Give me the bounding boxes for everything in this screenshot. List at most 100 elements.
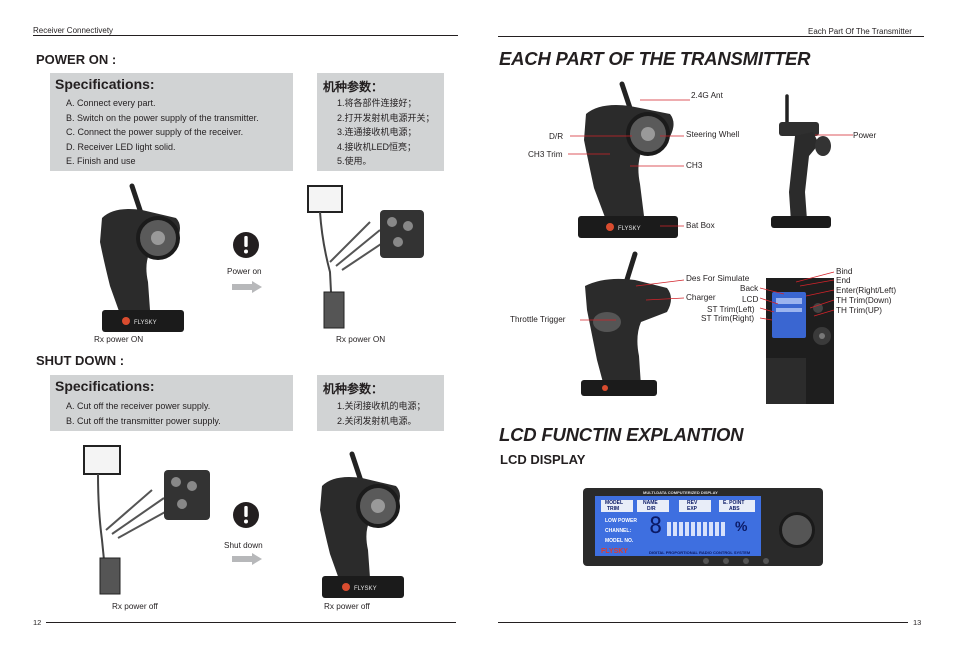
- power-on-arrow-label: Power on: [227, 267, 262, 276]
- power-on-cn-box: 机种参数： 1.将各部件连接好； 2.打开发射机电源开关； 3.连通接收机电源；…: [317, 73, 444, 171]
- left-header: Receiver Connectivety: [33, 26, 114, 35]
- label-power: Power: [853, 131, 877, 140]
- transmitter-section-title: EACH PART OF THE TRANSMITTER: [499, 48, 811, 69]
- power-on-caption-left: Rx power ON: [94, 335, 144, 344]
- list-item: 3.连通接收机电源；: [337, 127, 417, 138]
- shut-down-cn-box: 机种参数： 1.关闭接收机的电源； 2.关闭发射机电源。: [317, 375, 444, 431]
- label-des-for-simulate: Des For Simulate: [686, 274, 750, 283]
- lcd-channel: CHANNEL:: [605, 528, 632, 534]
- svg-text:FLYSKY: FLYSKY: [134, 320, 157, 326]
- button-icon: [723, 558, 729, 564]
- label-bat-box: Bat Box: [686, 221, 715, 230]
- label-th-trim-up: TH Trim(UP): [836, 306, 882, 315]
- svg-text:FLYSKY: FLYSKY: [354, 586, 377, 592]
- shut-down-spec-list: A. Cut off the receiver power supply. B.…: [66, 399, 221, 428]
- arrow-right-icon: [232, 281, 262, 293]
- label-enter: Enter(Right/Left): [836, 286, 897, 295]
- svg-text:FLYSKY: FLYSKY: [618, 226, 641, 232]
- label-charger: Charger: [686, 293, 716, 302]
- warning-icon: [233, 502, 259, 528]
- lcd-low-power: LOW POWER: [605, 518, 637, 524]
- left-footer-rule: [46, 622, 456, 623]
- transmitter-image: FLYSKY: [320, 451, 404, 598]
- lcd-section-title: LCD FUNCTIN EXPLANTION: [499, 424, 744, 445]
- page-number-right: 13: [913, 618, 922, 627]
- list-item: A. Cut off the receiver power supply.: [66, 401, 211, 411]
- lcd-bargraph: [667, 522, 727, 536]
- receiver-image: [83, 445, 210, 595]
- leader-lines: [568, 99, 690, 227]
- label-st-trim-left: ST Trim(Left): [707, 305, 755, 314]
- list-item: 4.接收机LED恒亮；: [337, 141, 417, 152]
- list-item: A. Connect every part.: [66, 98, 156, 108]
- transmitter-front-image: FLYSKY: [578, 81, 678, 238]
- lcd-brand: FLYSKY: [601, 548, 628, 555]
- lcd-percent-icon: %: [735, 518, 748, 534]
- lcd-top-banner: MULTI-DATA COMPUTERIZED DISPLAY: [643, 490, 718, 495]
- label-ch3: CH3: [686, 161, 703, 170]
- label-end: End: [836, 276, 851, 285]
- label-back: Back: [740, 284, 759, 293]
- list-item: 2.关闭发射机电源。: [337, 415, 417, 426]
- list-item: C. Connect the power supply of the recei…: [66, 127, 244, 138]
- transmitter-side-image: [771, 94, 831, 228]
- right-footer-rule: [498, 622, 908, 623]
- warning-icon: [233, 232, 259, 258]
- power-on-spec-list: A. Connect every part. B. Switch on the …: [66, 96, 259, 169]
- shut-down-spec-box: Specifications: A. Cut off the receiver …: [50, 375, 293, 431]
- right-header-rule: [498, 36, 924, 37]
- power-on-spec-box: Specifications: A. Connect every part. B…: [50, 73, 293, 171]
- list-item: B. Switch on the power supply of the tra…: [66, 112, 259, 123]
- list-item: E. Finish and use: [66, 156, 136, 167]
- list-item: 1.关闭接收机的电源；: [337, 401, 426, 411]
- list-item: 1.将各部件连接好；: [337, 98, 417, 108]
- shut-down-arrow-label: Shut down: [224, 541, 263, 550]
- right-header: Each Part Of The Transmitter: [808, 27, 912, 36]
- list-item: D. Receiver LED light solid.: [66, 141, 176, 152]
- label-bind: Bind: [836, 267, 853, 276]
- list-item: B. Cut off the transmitter power supply.: [66, 415, 221, 426]
- label-steering-wheel: Steering Whell: [686, 130, 740, 139]
- transmitter-back-image: [581, 251, 671, 396]
- list-item: 5.使用。: [337, 156, 372, 167]
- button-icon: [703, 558, 709, 564]
- power-on-title: POWER ON :: [36, 52, 117, 67]
- transmitter-lcd-closeup-image: [766, 278, 834, 404]
- label-dr: D/R: [549, 132, 564, 141]
- left-header-rule: [33, 35, 458, 36]
- label-th-trim-down: TH Trim(Down): [836, 296, 892, 305]
- shut-down-cn-list: 1.关闭接收机的电源； 2.关闭发射机电源。: [337, 399, 426, 428]
- shut-down-spec-title: Specifications:: [55, 378, 155, 394]
- lcd-digit: 8: [649, 514, 663, 539]
- label-st-trim-right: ST Trim(Right): [701, 314, 755, 323]
- label-ch3-trim: CH3 Trim: [528, 150, 563, 159]
- power-on-cn-list: 1.将各部件连接好； 2.打开发射机电源开关； 3.连通接收机电源； 4.接收机…: [337, 96, 435, 169]
- lcd-bottom-banner: DIGITAL PROPORTIONAL RADIO CONTROL SYSTE…: [649, 550, 751, 555]
- label-throttle-trigger: Throttle Trigger: [510, 315, 566, 324]
- shut-down-caption-left: Rx power off: [112, 602, 158, 611]
- power-on-cn-title: 机种参数：: [323, 80, 384, 94]
- power-on-caption-right: Rx power ON: [336, 335, 386, 344]
- leader-lines: [815, 134, 853, 136]
- shut-down-caption-right: Rx power off: [324, 602, 370, 611]
- lcd-display-subtitle: LCD DISPLAY: [500, 452, 586, 467]
- shut-down-title: SHUT DOWN :: [36, 353, 125, 368]
- transmitter-image: FLYSKY: [80, 182, 190, 335]
- leader-lines: [580, 279, 685, 321]
- list-item: 2.打开发射机电源开关；: [337, 112, 435, 123]
- leader-lines: [759, 271, 835, 321]
- button-icon: [743, 558, 749, 564]
- receiver-image: [307, 185, 424, 329]
- label-lcd: LCD: [742, 295, 759, 304]
- enter-wheel-icon: [779, 512, 815, 548]
- shut-down-cn-title: 机种参数：: [323, 382, 384, 396]
- power-on-spec-title: Specifications:: [55, 76, 155, 92]
- label-2-4g-ant: 2.4G Ant: [691, 91, 723, 100]
- button-icon: [763, 558, 769, 564]
- page-number-left: 12: [33, 618, 42, 627]
